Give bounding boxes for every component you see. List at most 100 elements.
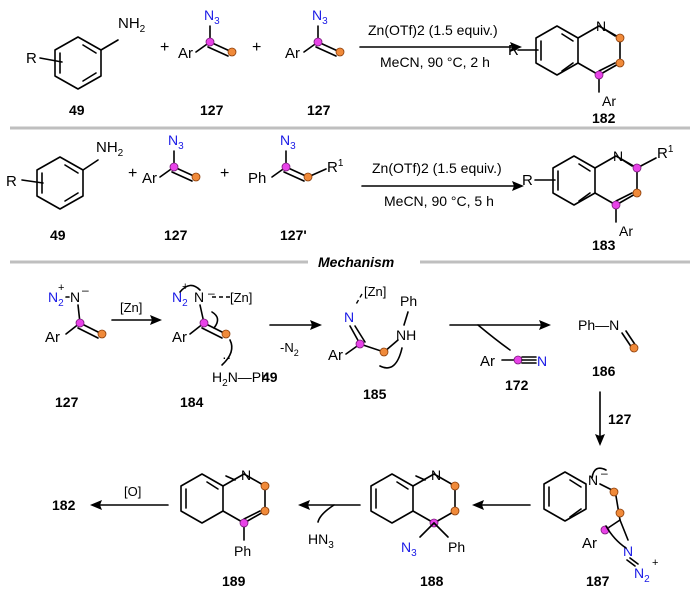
svg-text:NH2: NH2 [96, 139, 124, 159]
svg-text:H2N—Ph: H2N—Ph [212, 369, 269, 389]
ph-label: Ph [448, 539, 465, 555]
ph-label: Ph [248, 170, 266, 187]
compound-number-127: 127 [164, 227, 188, 243]
quinoline-182-structure: N Ar R [508, 18, 625, 109]
plus-sign: + [252, 39, 261, 56]
compound-number-185: 185 [363, 386, 387, 402]
compound-number-49: 49 [50, 227, 66, 243]
r-group-label: R [26, 50, 37, 67]
plus-sign: + [220, 165, 229, 182]
aniline-structure: NH2 R [6, 139, 124, 210]
svg-text:–: – [82, 283, 89, 297]
ar-label: Ar [172, 329, 187, 346]
reaction-arrow-2: Zn(OTf)2 (1.5 equiv.) MeCN, 90 °C, 5 h [361, 160, 524, 209]
compound-number-187: 187 [586, 573, 610, 589]
azide-127-structure: N3 Ar [142, 132, 201, 187]
compound-number-127: 127 [55, 394, 79, 410]
r-group-label: R [522, 172, 533, 189]
plus-sign: + [160, 39, 169, 56]
ar-label: Ar [582, 535, 597, 552]
conditions-top: Zn(OTf)2 (1.5 equiv.) [368, 22, 498, 38]
svg-text:N3: N3 [401, 539, 417, 559]
compound-number-127-second: 127 [307, 102, 331, 118]
intermediate-188: N N3 Ph [370, 467, 465, 559]
svg-text:N3: N3 [312, 7, 328, 27]
svg-text:N2: N2 [634, 565, 650, 585]
ph-n-label: Ph—N [578, 317, 619, 333]
ph-label: Ph [234, 543, 251, 559]
compound-number-184: 184 [180, 394, 204, 410]
scheme-2: NH2 R 49 + N3 Ar 127 + N3 Ph R1 [6, 132, 674, 253]
imine-nitrogen: N [588, 472, 598, 488]
compound-number-189: 189 [222, 573, 246, 589]
ar-label: Ar [45, 329, 60, 346]
reagent-127: 127 [608, 411, 632, 427]
nitroso-186: Ph—N [578, 317, 639, 353]
svg-text:+: + [58, 282, 64, 294]
intermediate-184: N2 + N – [Zn] Ar H2N—Ph ·· [172, 281, 269, 389]
svg-text:-N2: -N2 [280, 340, 299, 358]
intermediate-185: [Zn] N Ar NH Ph [328, 284, 417, 369]
plus-sign: + [128, 165, 137, 182]
zn-reagent: [Zn] [120, 300, 142, 315]
ar-label: Ar [178, 45, 193, 62]
svg-text:R1: R1 [327, 158, 344, 176]
oxidant-label: [O] [124, 484, 141, 499]
svg-text:N3: N3 [168, 132, 184, 152]
zn-label: [Zn] [230, 290, 252, 305]
arrow-left-1 [472, 500, 531, 510]
svg-text:N3: N3 [204, 7, 220, 27]
arrow-oxidation: [O] [90, 484, 169, 510]
nh-label: NH [396, 327, 416, 343]
intermediate-189: N Ph [180, 467, 270, 559]
svg-text:+: + [652, 557, 658, 569]
mechanism-title: Mechanism [318, 254, 394, 270]
imine-nitrogen: N [344, 309, 354, 325]
svg-text:R1: R1 [657, 144, 674, 162]
arrow-left-hn3: HN3 [298, 500, 361, 551]
ph-label: Ph [400, 293, 417, 309]
ring-nitrogen: N [431, 467, 441, 483]
azide-127-structure-second: N3 Ar [285, 7, 345, 62]
mechanism-row-1: N2 + N – Ar 127 [Zn] N2 + N – [Zn] [45, 281, 639, 446]
nitrile-nitrogen: N [537, 353, 547, 369]
zn-label: [Zn] [364, 284, 386, 299]
svg-text:N: N [194, 289, 204, 305]
compound-number-127prime: 127' [280, 227, 307, 243]
amine-49: 49 [262, 369, 278, 385]
r-group-label: R [508, 42, 519, 59]
svg-text:NH2: NH2 [118, 15, 146, 35]
compound-number-49: 49 [69, 102, 85, 118]
aniline-structure: NH2 R [26, 15, 146, 90]
conditions-bottom: MeCN, 90 °C, 2 h [380, 54, 490, 70]
azide-127-structure: N3 Ar [178, 7, 237, 62]
compound-number-172: 172 [505, 377, 529, 393]
azide-127-mech: N2 + N – Ar [45, 282, 107, 346]
ar-label: Ar [480, 353, 495, 370]
vinyl-azide-127prime-structure: N3 Ph R1 [248, 132, 344, 187]
arrow-zn: [Zn] [111, 300, 162, 325]
compound-number-183: 183 [592, 237, 616, 253]
compound-number-182: 182 [592, 110, 616, 126]
compound-number-188: 188 [420, 573, 444, 589]
ar-label: Ar [142, 170, 157, 187]
arrow-down-127: 127 [595, 391, 632, 446]
ar-label: Ar [328, 347, 343, 364]
svg-text:N3: N3 [280, 132, 296, 152]
arrow-minus-n2: -N2 49 [262, 320, 322, 385]
ring-nitrogen: N [241, 467, 251, 483]
svg-text:··: ·· [222, 349, 231, 365]
scheme-1: NH2 R 49 + N3 Ar 127 + N3 Ar [26, 7, 625, 126]
compound-number-186: 186 [592, 363, 616, 379]
svg-text:N: N [623, 543, 633, 559]
conditions-bottom: MeCN, 90 °C, 5 h [384, 193, 494, 209]
intermediate-187: N – Ar N N2 + [543, 466, 658, 585]
svg-text:N: N [70, 289, 80, 305]
compound-number-182-final: 182 [52, 497, 76, 513]
ar-label: Ar [619, 223, 633, 239]
svg-text:–: – [208, 286, 215, 300]
mechanism-header: Mechanism [10, 254, 690, 270]
mechanism-row-2: N – Ar N N2 + 187 [52, 466, 658, 589]
ar-label: Ar [285, 45, 300, 62]
